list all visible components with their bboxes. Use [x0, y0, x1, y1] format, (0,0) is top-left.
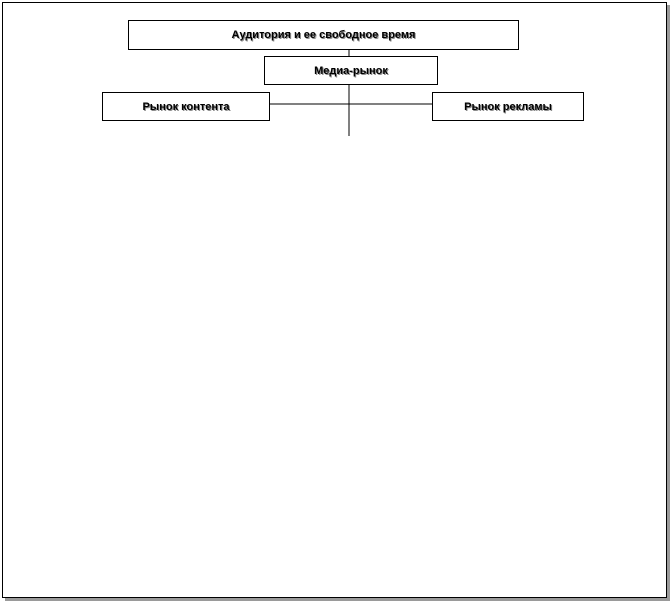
- node-content-market: Рынок контента: [102, 92, 270, 121]
- node-ad-market: Рынок рекламы: [432, 92, 584, 121]
- node-content-market-label: Рынок контента: [142, 100, 230, 113]
- node-media-market-label: Медиа-рынок: [314, 64, 388, 77]
- node-audience-label: Аудитория и ее свободное время: [231, 29, 416, 41]
- node-audience: Аудитория и ее свободное время: [128, 20, 519, 50]
- node-media-market: Медиа-рынок: [264, 56, 438, 85]
- node-ad-market-label: Рынок рекламы: [464, 100, 552, 113]
